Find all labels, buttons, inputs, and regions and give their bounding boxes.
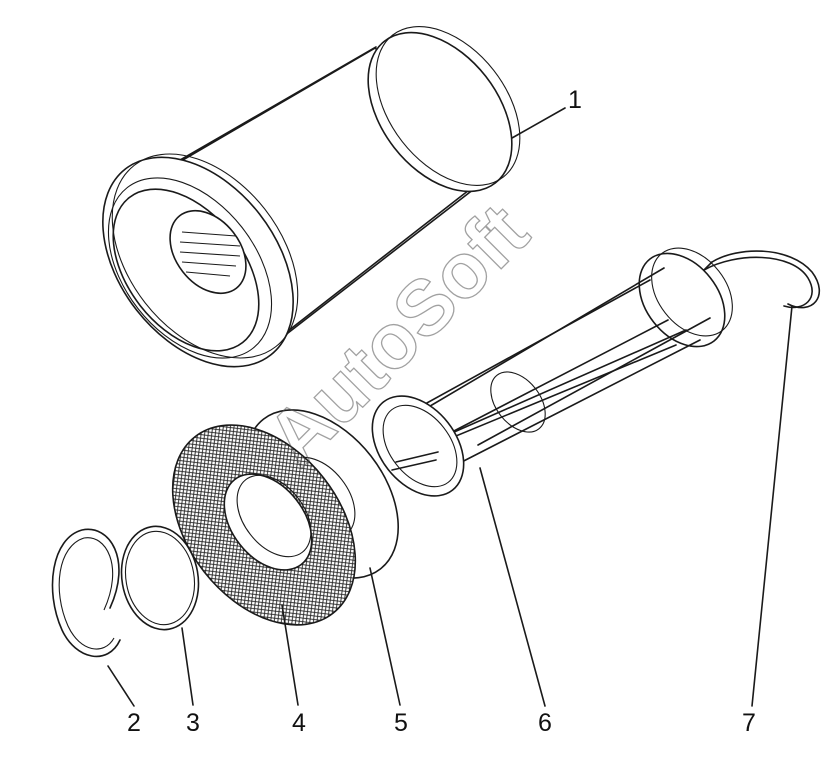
part-6-center-tube [371,247,733,497]
leader-lines [107,107,793,707]
callout-5: 5 [394,709,408,737]
part-1-filter-element [102,26,521,368]
callout-4: 4 [292,709,306,737]
part-2-retaining-ring [51,528,121,658]
part-3-sealing-ring [120,525,200,631]
callout-2: 2 [127,709,141,737]
callout-1: 1 [568,86,582,114]
callout-6: 6 [538,709,552,737]
part-4-mesh-filter [171,424,357,626]
callout-7: 7 [742,709,756,737]
callout-3: 3 [186,709,200,737]
part-7-snap-ring [703,250,821,309]
